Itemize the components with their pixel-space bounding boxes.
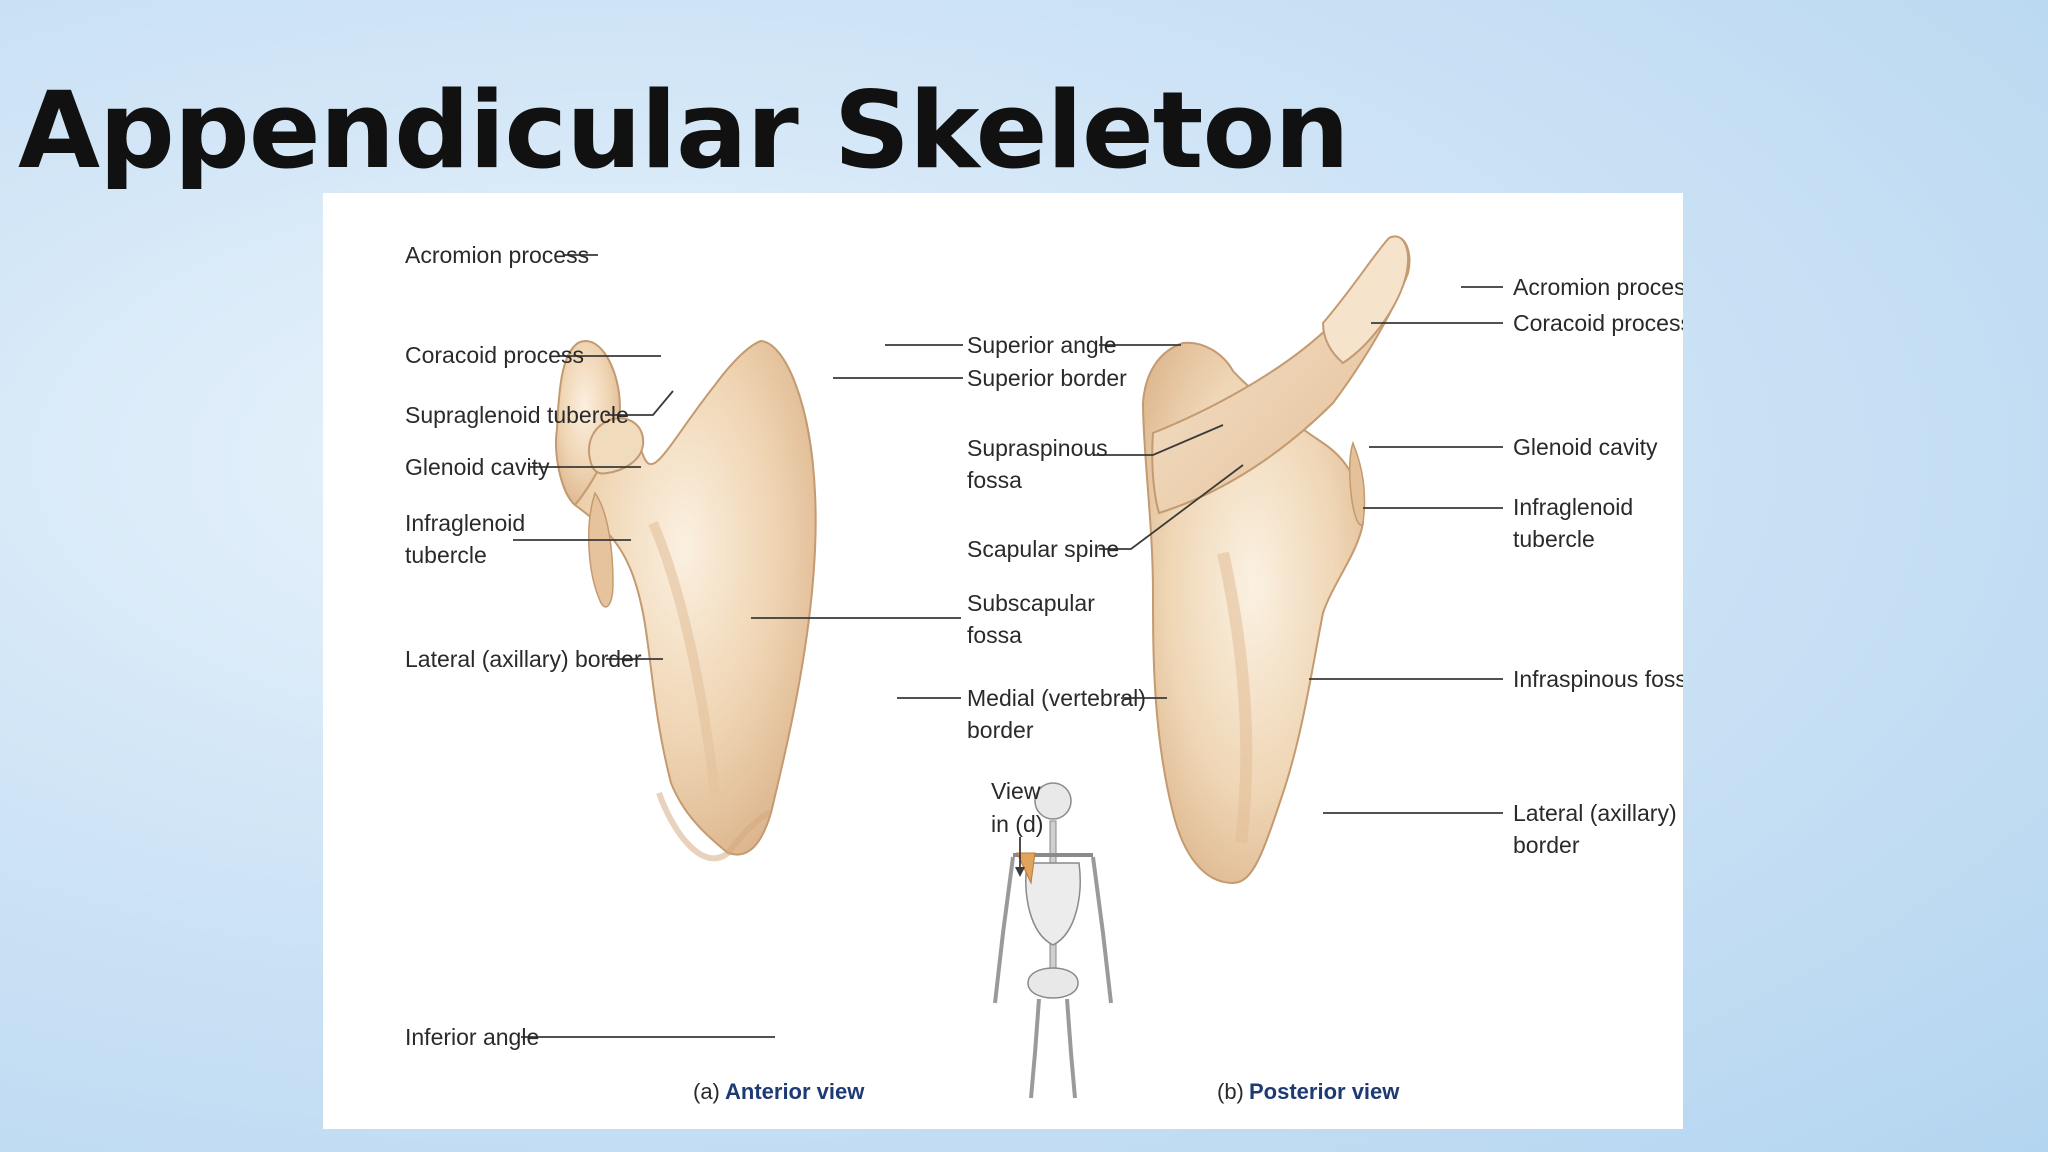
posterior-acromion-process (1321, 235, 1409, 365)
label-medial-border-1: Medial (vertebral) (967, 685, 1146, 711)
label-posterior-infraglenoid-2: tubercle (1513, 526, 1595, 552)
label-posterior-infraglenoid-1: Infraglenoid (1513, 494, 1633, 520)
label-posterior-lateral-border-2: border (1513, 832, 1580, 858)
anterior-scapula-body (573, 339, 817, 856)
skeleton-legs (1029, 998, 1077, 1099)
label-subscapular-1: Subscapular (967, 590, 1095, 616)
slide-title: Appendicular Skeleton (18, 69, 1350, 192)
label-supraspinous-2: fossa (967, 467, 1022, 493)
label-posterior-glenoid: Glenoid cavity (1513, 434, 1658, 460)
leader-lines (513, 254, 1503, 1038)
caption-posterior-view: Posterior view (1249, 1079, 1400, 1104)
label-anterior-infraglenoid-2: tubercle (405, 542, 487, 568)
anterior-coracoid-process (588, 417, 645, 475)
scapula-figure: Acromion process Coracoid process Suprag… (323, 193, 1683, 1129)
label-supraspinous-1: Supraspinous (967, 435, 1108, 461)
skeleton-pelvis (1027, 967, 1079, 999)
posterior-infraspinous-shading (1217, 551, 1253, 844)
label-posterior-infraspinous: Infraspinous fossa (1513, 666, 1683, 692)
scapula-diagram: Acromion process Coracoid process Suprag… (405, 235, 1683, 1104)
anterior-fossa-shading (648, 521, 720, 794)
label-anterior-acromion: Acromion process (405, 242, 589, 268)
skeleton-ribcage (1025, 862, 1081, 946)
label-anterior-supraglenoid: Supraglenoid tubercle (405, 402, 629, 428)
anterior-inferior-angle (656, 792, 772, 862)
caption-b-letter: (b) (1217, 1079, 1244, 1104)
label-medial-border-2: border (967, 717, 1034, 743)
caption-anterior-view: Anterior view (725, 1079, 865, 1104)
posterior-scapula (1141, 235, 1411, 885)
label-view-2: in (d) (991, 811, 1043, 837)
skeleton-arms (993, 856, 1113, 1004)
label-superior-border: Superior border (967, 365, 1127, 391)
label-anterior-coracoid: Coracoid process (405, 342, 584, 368)
label-scapular-spine: Scapular spine (967, 536, 1119, 562)
caption-a-letter: (a) (693, 1079, 720, 1104)
skeleton-skull (1034, 782, 1072, 820)
anterior-scapula (554, 339, 817, 862)
label-view-1: View (991, 778, 1041, 804)
label-anterior-glenoid: Glenoid cavity (405, 454, 550, 480)
label-posterior-acromion: Acromion process (1513, 274, 1683, 300)
label-anterior-inferior-angle: Inferior angle (405, 1024, 539, 1050)
label-posterior-lateral-border-1: Lateral (axillary) (1513, 800, 1677, 826)
posterior-glenoid-cavity (1348, 440, 1366, 526)
label-posterior-coracoid: Coracoid process (1513, 310, 1683, 336)
label-anterior-lateral-border: Lateral (axillary) border (405, 646, 642, 672)
skeleton-view-indicator (993, 782, 1113, 1099)
label-superior-angle: Superior angle (967, 332, 1117, 358)
view-arrow-head (1015, 867, 1025, 877)
label-subscapular-2: fossa (967, 622, 1022, 648)
label-anterior-infraglenoid-1: Infraglenoid (405, 510, 525, 536)
